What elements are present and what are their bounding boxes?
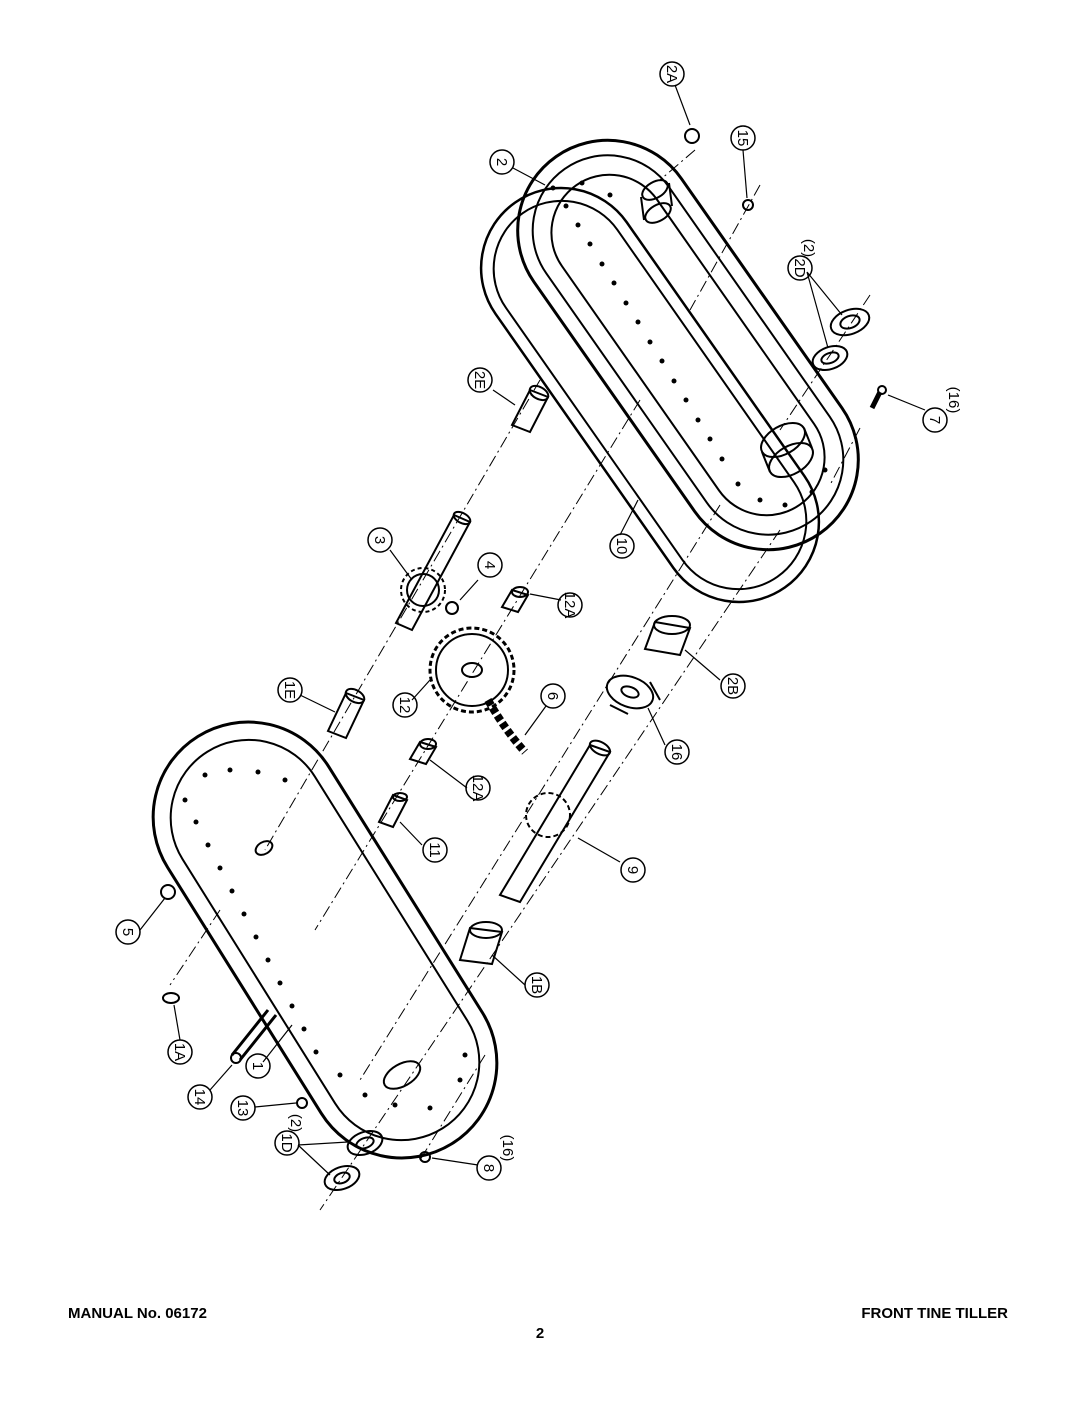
svg-text:2A: 2A bbox=[663, 65, 680, 83]
manual-number: MANUAL No. 06172 bbox=[68, 1305, 207, 1322]
lower-case-half bbox=[151, 720, 499, 1160]
callout-16: 16 bbox=[664, 739, 690, 765]
upper-case-bolt-holes bbox=[550, 180, 828, 508]
leader-lines bbox=[139, 84, 926, 1176]
svg-text:2: 2 bbox=[493, 158, 510, 166]
seal-1D bbox=[323, 1129, 384, 1192]
assembly-centerlines bbox=[169, 149, 871, 1211]
svg-text:6: 6 bbox=[544, 692, 561, 700]
bearing-1B bbox=[458, 921, 504, 966]
screw-13 bbox=[296, 1097, 308, 1109]
svg-text:2D: 2D bbox=[791, 258, 808, 277]
callout-1E: 1E bbox=[277, 677, 303, 703]
callout-15: 15 bbox=[730, 125, 756, 151]
callout-4: 4 bbox=[477, 552, 503, 578]
seal-16 bbox=[605, 674, 661, 715]
spacer-11 bbox=[377, 792, 409, 829]
callout-11: 11 bbox=[422, 837, 448, 863]
callout-10: 10 bbox=[609, 533, 635, 559]
main-shaft-with-sprocket bbox=[498, 739, 612, 904]
callout-2A: 2A bbox=[659, 61, 685, 87]
svg-text:2B: 2B bbox=[724, 677, 741, 695]
svg-text:5: 5 bbox=[119, 928, 136, 936]
svg-text:11: 11 bbox=[426, 842, 443, 858]
svg-text:12A: 12A bbox=[469, 775, 486, 802]
svg-text:10: 10 bbox=[613, 538, 630, 555]
svg-text:(2): (2) bbox=[800, 239, 817, 257]
svg-text:(16): (16) bbox=[945, 387, 962, 414]
washer-4 bbox=[445, 601, 459, 615]
callout-12A-upper: 12A bbox=[557, 592, 583, 619]
svg-text:7: 7 bbox=[926, 416, 943, 424]
upper-case-shaft-boss bbox=[640, 179, 673, 224]
washer-2A bbox=[684, 128, 700, 144]
svg-text:8: 8 bbox=[480, 1164, 497, 1172]
product-title: FRONT TINE TILLER bbox=[861, 1305, 1008, 1322]
bushing-12A-upper bbox=[500, 586, 530, 614]
large-sprocket bbox=[428, 626, 516, 714]
svg-text:(2): (2) bbox=[287, 1114, 304, 1132]
callout-2: 2 bbox=[489, 149, 515, 175]
upper-shaft-with-sprocket bbox=[394, 510, 472, 632]
svg-text:12: 12 bbox=[396, 697, 413, 714]
callout-1A: 1A bbox=[167, 1039, 193, 1065]
nut-15 bbox=[742, 199, 754, 211]
svg-text:15: 15 bbox=[734, 130, 751, 147]
callout-1: 1 bbox=[245, 1053, 271, 1079]
page-number: 2 bbox=[535, 1325, 545, 1342]
svg-text:4: 4 bbox=[481, 561, 498, 569]
lower-case-bearing-boss bbox=[254, 840, 422, 1090]
svg-text:12A: 12A bbox=[561, 592, 578, 619]
callout-3: 3 bbox=[367, 527, 393, 553]
svg-text:14: 14 bbox=[191, 1089, 208, 1106]
callout-2D: 2D(2) bbox=[787, 239, 817, 281]
svg-text:13: 13 bbox=[234, 1100, 251, 1117]
callout-6: 6 bbox=[540, 683, 566, 709]
drive-chain bbox=[484, 698, 528, 755]
svg-text:(16): (16) bbox=[499, 1135, 516, 1162]
callout-8: 8(16) bbox=[476, 1135, 516, 1181]
callout-5: 5 bbox=[115, 919, 141, 945]
upper-case-half bbox=[516, 138, 860, 552]
callout-14: 14 bbox=[187, 1084, 213, 1110]
svg-text:1: 1 bbox=[249, 1062, 266, 1070]
spacer-2E bbox=[510, 384, 550, 434]
plug-1A bbox=[162, 992, 180, 1004]
svg-text:3: 3 bbox=[371, 536, 388, 544]
seal-2D bbox=[811, 307, 871, 372]
callout-9: 9 bbox=[620, 857, 646, 883]
svg-text:16: 16 bbox=[668, 744, 685, 761]
svg-text:1A: 1A bbox=[171, 1043, 188, 1061]
svg-text:9: 9 bbox=[624, 866, 641, 874]
svg-text:1D: 1D bbox=[278, 1133, 295, 1152]
svg-text:1B: 1B bbox=[528, 976, 545, 994]
callout-12A-lower: 12A bbox=[465, 775, 491, 802]
callout-2B: 2B bbox=[720, 673, 746, 699]
callout-7: 7(16) bbox=[922, 387, 962, 433]
nut-5 bbox=[160, 884, 176, 900]
callout-2E: 2E bbox=[467, 367, 493, 393]
callout-1B: 1B bbox=[524, 972, 550, 998]
callout-13: 13 bbox=[230, 1095, 256, 1121]
bearing-2B bbox=[643, 615, 692, 657]
callout-1D: 1D(2) bbox=[274, 1114, 304, 1156]
gasket bbox=[479, 186, 821, 604]
svg-text:1E: 1E bbox=[281, 681, 298, 699]
bolt-14 bbox=[230, 1009, 278, 1064]
exploded-parts-diagram: 2A 15 2 2D(2) 2E 7(16) 3 4 12A 10 1E 12 … bbox=[115, 61, 962, 1211]
bushing-12A-lower bbox=[408, 738, 438, 766]
callout-12: 12 bbox=[392, 692, 418, 718]
bolt-7 bbox=[869, 385, 887, 410]
svg-text:2E: 2E bbox=[471, 371, 488, 389]
lower-case-bolt-holes bbox=[182, 767, 468, 1111]
